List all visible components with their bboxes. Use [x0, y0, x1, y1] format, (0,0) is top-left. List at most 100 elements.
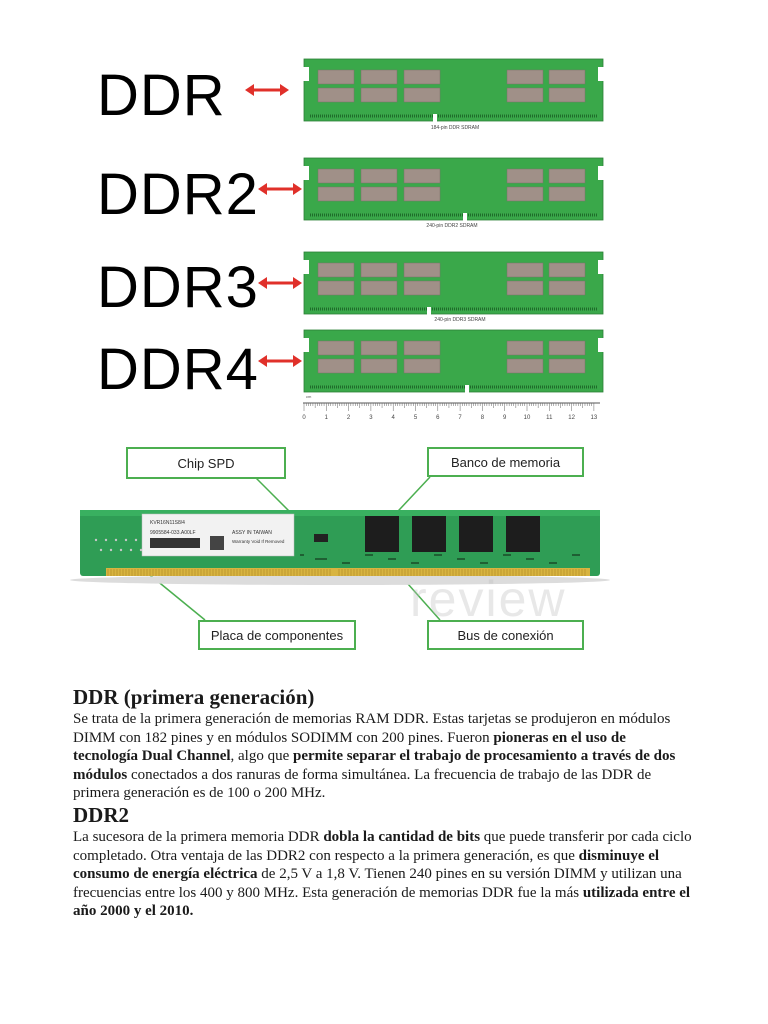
ram-chip	[317, 340, 355, 356]
ram-chip	[360, 358, 398, 374]
key-notch	[433, 114, 437, 122]
key-notch	[427, 307, 431, 315]
ram-chip	[548, 87, 586, 103]
via	[99, 548, 103, 552]
ram-chip	[506, 186, 544, 202]
memory-chip	[412, 516, 446, 552]
ram-chip	[317, 69, 355, 85]
heading-ddr2: DDR2	[73, 803, 129, 827]
ram-chip	[403, 87, 441, 103]
label-ddr3: DDR3	[97, 255, 259, 320]
smd-component	[315, 558, 319, 560]
ruler-label: 7	[458, 415, 462, 421]
double-arrow-icon	[258, 355, 302, 367]
key-notch	[463, 213, 467, 221]
smd-component	[503, 554, 507, 556]
ram-module-3	[258, 251, 604, 315]
double-arrow-icon	[245, 84, 289, 96]
ruler-label: 10	[524, 415, 531, 421]
via	[94, 538, 98, 542]
side-notch	[303, 166, 309, 180]
via	[119, 548, 123, 552]
paragraph-ddr2: La sucesora de la primera memoria DDR do…	[73, 828, 693, 921]
text-run: de 2,5 V a 1,8 V. Tienen 240 pines en su…	[73, 866, 682, 901]
side-notch	[598, 67, 604, 81]
ram-modules-graphic: 184-pin DDR SDRAM 240-pin DDR2 SDRAM 240…	[245, 58, 604, 421]
bold-run: pioneras en el uso de tecnología Dual Ch…	[73, 729, 626, 765]
double-arrow-icon	[258, 183, 302, 195]
smd-component	[319, 558, 323, 560]
qr-code	[210, 536, 224, 550]
ram-chip	[403, 358, 441, 374]
sticker-line-3: ASSY IN TAIWAN	[232, 530, 272, 536]
text-run: Se trata de la primera generación de mem…	[73, 711, 671, 746]
smd-component	[526, 558, 530, 560]
smd-component	[300, 554, 304, 556]
ram-chip	[360, 262, 398, 278]
ram-chip	[403, 340, 441, 356]
ram-chip	[403, 186, 441, 202]
via	[104, 538, 108, 542]
ruler-label: 9	[503, 415, 507, 421]
ram-chip	[360, 168, 398, 184]
caption-ddr: 184-pin DDR SDRAM	[431, 125, 479, 131]
side-notch	[598, 338, 604, 352]
smd-component	[553, 562, 557, 564]
ram-chip	[506, 280, 544, 296]
callout-chip-spd: Chip SPD	[126, 447, 286, 479]
heading-ddr: DDR (primera generación)	[73, 685, 315, 709]
smd-component	[484, 562, 488, 564]
ram-chip	[360, 340, 398, 356]
caption-ddr2: 240-pin DDR2 SDRAM	[426, 223, 477, 229]
ram-chip	[360, 186, 398, 202]
bold-run: permite separar el trabajo de procesamie…	[73, 748, 676, 783]
via	[139, 548, 143, 552]
memory-chip	[459, 516, 493, 552]
ram-chip	[548, 186, 586, 202]
via	[134, 538, 138, 542]
text-run: conectados a dos ranuras de forma simult…	[73, 766, 652, 802]
smd-component	[549, 562, 553, 564]
ram-chip	[548, 280, 586, 296]
text-run: , algo que	[230, 748, 293, 765]
side-notch	[303, 67, 309, 81]
smd-component	[457, 558, 461, 560]
ram-chip	[403, 168, 441, 184]
bold-run: utilizada entre el año 2000 y el 2010.	[73, 884, 691, 920]
smd-component	[530, 558, 534, 560]
smd-component	[365, 554, 369, 556]
ram-chip	[317, 280, 355, 296]
smd-component	[576, 554, 580, 556]
caption-ddr3: 240-pin DDR3 SDRAM	[434, 317, 485, 323]
ruler-label: 5	[414, 415, 418, 421]
side-notch	[303, 338, 309, 352]
sticker-line-1: KVR16N11S8/4	[150, 520, 185, 526]
ruler-label: 8	[481, 415, 485, 421]
watermark: review	[410, 571, 567, 627]
callout-banco-memoria: Banco de memoria	[427, 447, 584, 477]
smd-component	[461, 558, 465, 560]
text-run: que puede transferir por cada ciclo comp…	[73, 829, 692, 864]
smd-component	[572, 554, 576, 556]
label-ddr2: DDR2	[97, 162, 259, 227]
ruler-unit: cm	[306, 394, 312, 399]
ram-chip	[506, 69, 544, 85]
ram-chip	[548, 69, 586, 85]
ram-chip	[403, 280, 441, 296]
ruler-label: 4	[392, 415, 396, 421]
side-notch	[303, 260, 309, 274]
smd-component	[415, 562, 419, 564]
bold-run: disminuye el consumo de energía eléctric…	[73, 847, 660, 883]
ram-chip	[548, 168, 586, 184]
via	[124, 538, 128, 542]
smd-component	[480, 562, 484, 564]
ram-chip	[317, 262, 355, 278]
ruler-label: 2	[347, 415, 351, 421]
ram-chip	[506, 262, 544, 278]
ruler-label: 12	[568, 415, 575, 421]
sticker-line-2: 9905584-033.A00LF	[150, 530, 196, 536]
ram-chip	[360, 87, 398, 103]
ram-module-2	[258, 157, 604, 221]
ram-chip	[360, 280, 398, 296]
label-ddr4: DDR4	[97, 337, 259, 402]
